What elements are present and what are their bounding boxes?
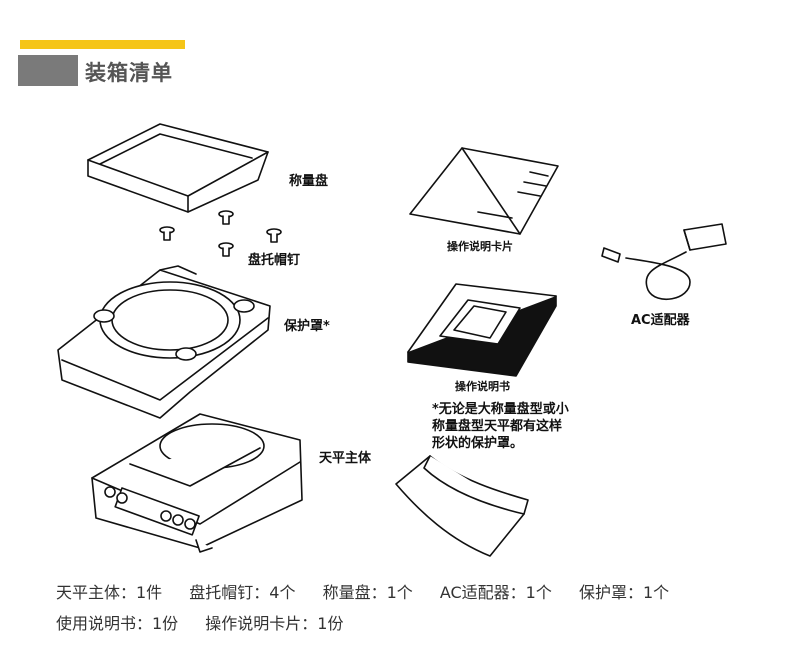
- header-accent-bar: [20, 40, 185, 49]
- protective-cover-drawing: [57, 265, 271, 419]
- ac-adapter-drawing: [601, 223, 727, 300]
- summary-item: 操作说明卡片：1份: [205, 614, 344, 633]
- summary-item: 保护罩：1个: [578, 583, 670, 602]
- label-balance-body: 天平主体: [319, 451, 372, 466]
- balance-body-drawing: [91, 413, 303, 553]
- label-protective-cover: 保护罩*: [284, 319, 330, 334]
- label-pan-pins: 盘托帽钉: [248, 253, 301, 268]
- cover-note-line: 称量盘型天平都有这样: [432, 419, 563, 434]
- header-gray-block: [18, 55, 78, 86]
- summary-item: 盘托帽钉：4个: [189, 583, 296, 602]
- label-ac-adapter: AC适配器: [631, 313, 690, 328]
- summary-item: 称量盘：1个: [322, 583, 413, 602]
- label-operation-card: 操作说明卡片: [447, 240, 513, 253]
- summary-row-2: 使用说明书：1份 操作说明卡片：1份: [56, 610, 365, 634]
- summary-item: 使用说明书：1份: [56, 614, 179, 633]
- summary-item: AC适配器：1个: [439, 583, 552, 602]
- section-title: 装箱清单: [85, 61, 173, 85]
- manual-book-drawing: [407, 283, 557, 377]
- summary-item: 天平主体：1件: [56, 583, 163, 602]
- label-operation-manual: 操作说明书: [455, 380, 510, 393]
- weighing-pan-drawing: [87, 123, 269, 213]
- cover-note-line: *无论是大称量盘型或小: [432, 402, 569, 417]
- label-weighing-pan: 称量盘: [289, 174, 329, 189]
- operation-card-drawing: [409, 147, 559, 235]
- cover-note-line: 形状的保护罩。: [432, 436, 524, 451]
- cover-note: *无论是大称量盘型或小 称量盘型天平都有这样 形状的保护罩。: [432, 401, 569, 452]
- curved-cover-drawing: [395, 455, 529, 557]
- pan-pins-drawing: [159, 210, 282, 257]
- summary-row-1: 天平主体：1件 盘托帽钉：4个 称量盘：1个 AC适配器：1个 保护罩：1个: [56, 579, 691, 603]
